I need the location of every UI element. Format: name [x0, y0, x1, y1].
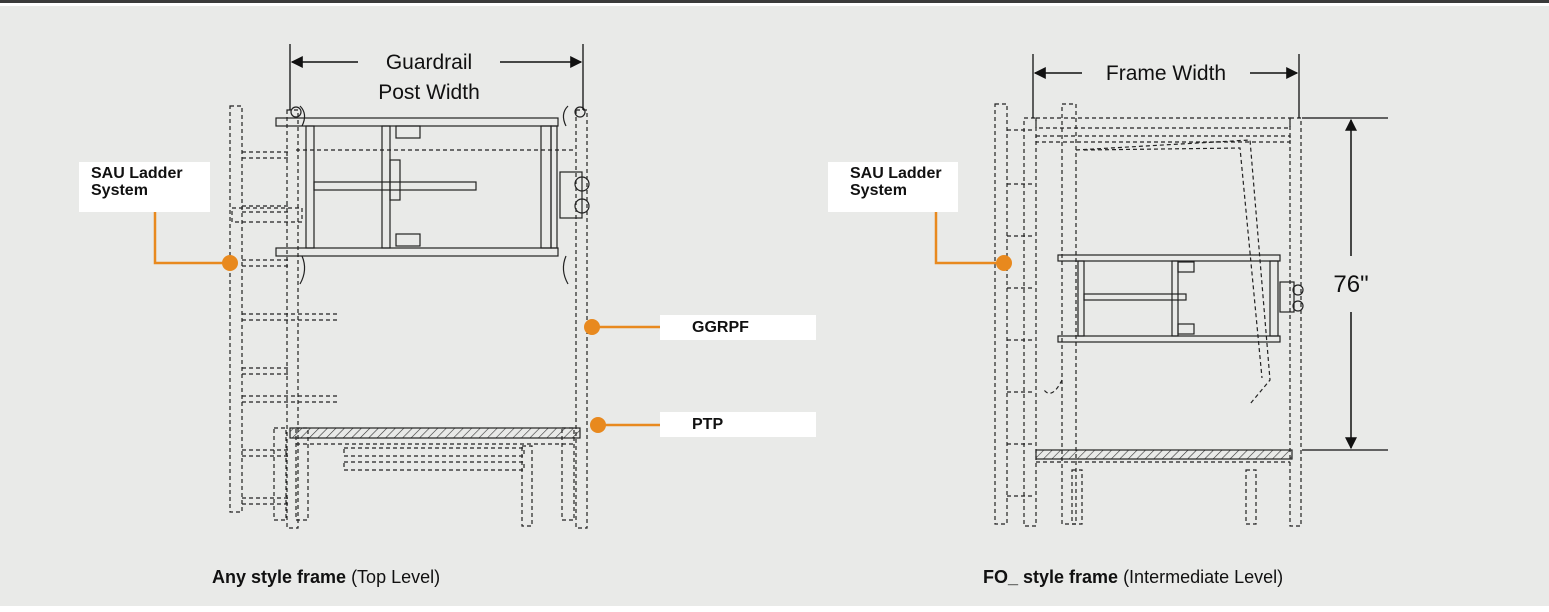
ggrpf-callout-dot	[584, 319, 600, 335]
left-caption-rest: (Top Level)	[346, 567, 441, 587]
right-ladder-callout-line2: System	[850, 182, 907, 199]
left-caption-bold: Any style frame	[212, 567, 347, 587]
left-ladder-callout-line1: SAU Ladder	[91, 165, 183, 182]
right-ladder-callout-leader	[934, 212, 1004, 265]
ggrpf-callout: GGRPF	[660, 315, 816, 340]
left-dimension-label-line1: Guardrail	[386, 51, 472, 74]
height-dimension: 76"	[1302, 117, 1388, 451]
left-frame-drawing	[229, 105, 590, 529]
right-dimension-label: Frame Width	[1106, 62, 1226, 85]
top-rule	[0, 0, 1549, 3]
left-platform	[289, 427, 581, 439]
left-frame-legs	[231, 109, 588, 529]
left-ladder-callout-line2: System	[91, 182, 148, 199]
right-platform	[1035, 449, 1293, 460]
ptp-callout-dot	[590, 417, 606, 433]
left-ladder	[229, 105, 340, 513]
ptp-callout: PTP	[660, 412, 816, 437]
left-width-dimension: Guardrail Post Width	[289, 44, 584, 110]
right-ladder	[994, 103, 1035, 525]
right-ladder-callout-dot	[996, 255, 1012, 271]
right-frame-legs	[1023, 103, 1302, 527]
left-guardrail-post	[275, 105, 590, 285]
right-guardrail-post	[1057, 254, 1304, 343]
right-width-dimension: Frame Width	[1032, 54, 1300, 118]
right-frame-drawing	[994, 103, 1304, 527]
left-dimension-label-line2: Post Width	[378, 81, 480, 104]
right-caption: FO_ style frame (Intermediate Level)	[983, 567, 1283, 588]
right-caption-bold: FO_ style frame	[983, 567, 1119, 587]
left-caption: Any style frame (Top Level)	[212, 567, 440, 588]
height-label: 76"	[1333, 271, 1368, 298]
left-ladder-callout: SAU Ladder System	[79, 162, 210, 212]
left-ladder-callout-dot	[222, 255, 238, 271]
ggrpf-callout-label: GGRPF	[692, 319, 749, 336]
right-ladder-callout-line1: SAU Ladder	[850, 165, 942, 182]
right-caption-rest: (Intermediate Level)	[1118, 567, 1284, 587]
right-ladder-callout: SAU Ladder System	[828, 162, 958, 212]
left-callout-leaders	[153, 212, 660, 427]
figure-panel	[0, 6, 1549, 606]
ptp-callout-label: PTP	[692, 416, 724, 433]
